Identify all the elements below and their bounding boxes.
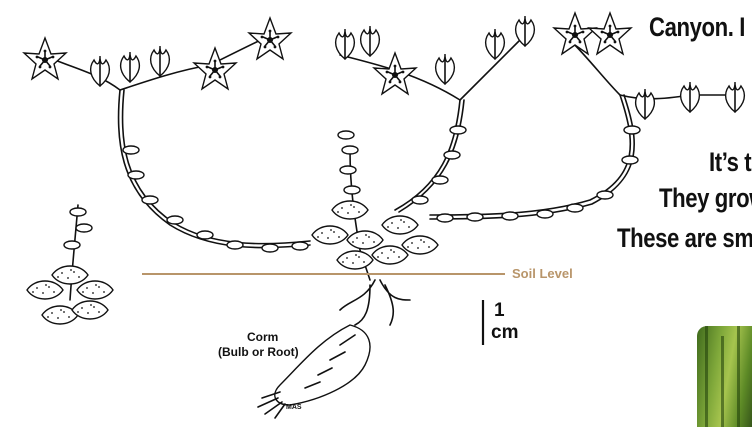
- scale-value: 1: [494, 300, 505, 322]
- slide-text-line: These are sm: [617, 223, 752, 254]
- bud: [726, 82, 745, 112]
- bud: [361, 26, 380, 56]
- slide-text-line: They grow: [659, 183, 752, 214]
- bud: [151, 46, 170, 76]
- bud: [636, 89, 655, 119]
- bud: [336, 29, 355, 59]
- stem-left: [118, 90, 310, 248]
- side-rosette: [27, 205, 113, 324]
- flower: [249, 18, 291, 59]
- flower: [374, 53, 416, 94]
- flower: [554, 13, 596, 54]
- slide-text-line: It’s t: [709, 147, 751, 178]
- plant-photo: [697, 326, 752, 427]
- corm-label: Corm: [247, 330, 278, 344]
- artist-initials: MAS: [286, 404, 302, 411]
- flower: [589, 13, 631, 54]
- flower: [24, 38, 66, 79]
- stem-leaves: [123, 126, 640, 252]
- corm-sublabel: (Bulb or Root): [218, 345, 299, 359]
- bud: [486, 29, 505, 59]
- slide-text-line: Canyon. I: [649, 12, 745, 43]
- bud: [436, 54, 455, 84]
- corm: [275, 325, 370, 405]
- soil-level-label: Soil Level: [512, 266, 573, 281]
- flower: [194, 48, 236, 89]
- bud: [681, 82, 700, 112]
- bud: [121, 52, 140, 82]
- scale-unit: cm: [491, 322, 518, 344]
